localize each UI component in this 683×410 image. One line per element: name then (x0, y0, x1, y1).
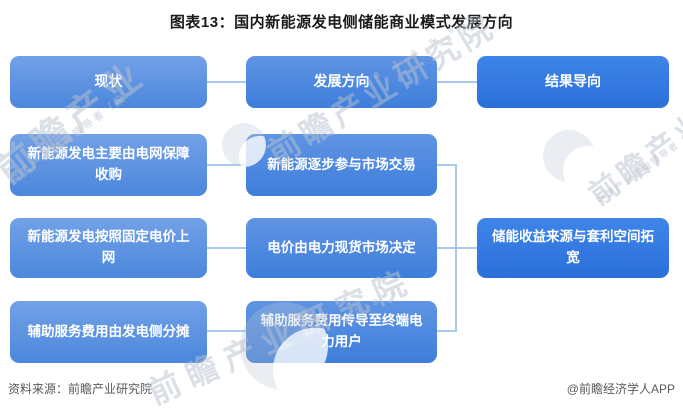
connector-stub-row1 (437, 164, 456, 166)
connector-vertical-bus (455, 164, 457, 332)
figure-title: 图表13：国内新能源发电侧储能商业模式发展方向 (169, 14, 514, 31)
connector-header-1 (207, 81, 246, 83)
header-box-current: 现状 (10, 56, 207, 108)
box-label: 新能源发电主要由电网保障收购 (27, 146, 190, 182)
box-label: 电价由电力现货市场决定 (267, 239, 416, 255)
source-note: 资料来源：前瞻产业研究院 (8, 382, 153, 396)
box-label: 辅助服务费用传导至终端电力用户 (260, 313, 423, 349)
connector-to-result (437, 247, 477, 249)
box-label: 新能源发电按照固定电价上网 (27, 229, 190, 265)
current-box-1: 新能源发电主要由电网保障收购 (10, 134, 207, 196)
connector-stub-row3 (437, 330, 456, 332)
box-label: 辅助服务费用由发电侧分摊 (27, 323, 190, 339)
header-label: 发展方向 (313, 73, 370, 90)
direction-box-2: 电价由电力现货市场决定 (246, 218, 437, 278)
watermark-tagline: 中国产业咨询领导者（股 (595, 126, 683, 206)
box-label: 储能收益来源与套利空间拓宽 (492, 229, 654, 265)
watermark-logo-icon (543, 130, 595, 182)
connector-row3 (207, 330, 246, 332)
header-label: 现状 (94, 73, 123, 90)
current-box-3: 辅助服务费用由发电侧分摊 (10, 301, 207, 363)
connector-row2 (207, 247, 246, 249)
box-label: 新能源逐步参与市场交易 (267, 156, 416, 172)
connector-row1 (207, 164, 246, 166)
watermark-brand-icon: 前瞻产业 (583, 102, 683, 212)
header-box-result: 结果导向 (477, 56, 669, 108)
header-label: 结果导向 (545, 73, 601, 90)
footer: 资料来源：前瞻产业研究院 @前瞻经济学人APP (8, 380, 675, 397)
direction-box-3: 辅助服务费用传导至终端电力用户 (246, 301, 437, 363)
connector-header-2 (436, 81, 477, 83)
result-box-1: 储能收益来源与套利空间拓宽 (477, 218, 669, 278)
direction-box-1: 新能源逐步参与市场交易 (246, 134, 437, 196)
credit-note: @前瞻经济学人APP (566, 382, 675, 396)
current-box-2: 新能源发电按照固定电价上网 (10, 218, 207, 278)
header-box-direction: 发展方向 (246, 56, 437, 108)
